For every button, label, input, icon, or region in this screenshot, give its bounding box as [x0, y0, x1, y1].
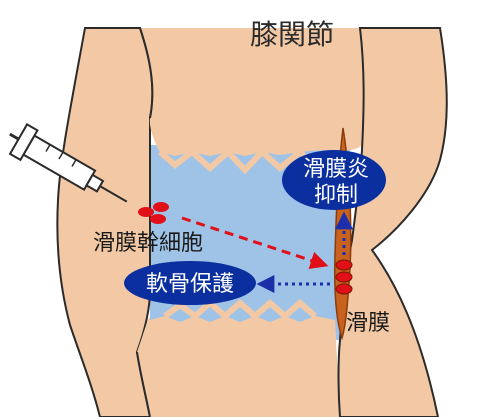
femur-inner-edge [139, 27, 154, 119]
upper-bone-cap [140, 28, 376, 156]
cartilage-bottom-edge [163, 299, 317, 320]
stem-cell [138, 207, 154, 217]
lower-bone-base [137, 316, 340, 417]
synovium-cell [335, 271, 353, 283]
diagram-title: 膝関節 [250, 18, 334, 51]
syringe-icon [8, 123, 128, 203]
cartilage-protection-label: 軟骨保護 [146, 272, 234, 297]
synovitis-label-line1: 滑膜炎 [303, 157, 369, 182]
synovium-cell [335, 283, 353, 295]
stem-cell [153, 202, 169, 212]
tibia-inner-edge [136, 351, 151, 417]
migration-arrow [181, 216, 329, 270]
synovitis-label-line2: 抑制 [314, 183, 358, 208]
stem-cell [150, 214, 166, 224]
stem-cell-label: 滑膜幹細胞 [93, 231, 203, 256]
synovium-cell [335, 259, 353, 271]
synovitis-bubble [282, 150, 386, 210]
cartilage-bubble [124, 261, 256, 305]
synovium-label: 滑膜 [346, 311, 390, 336]
